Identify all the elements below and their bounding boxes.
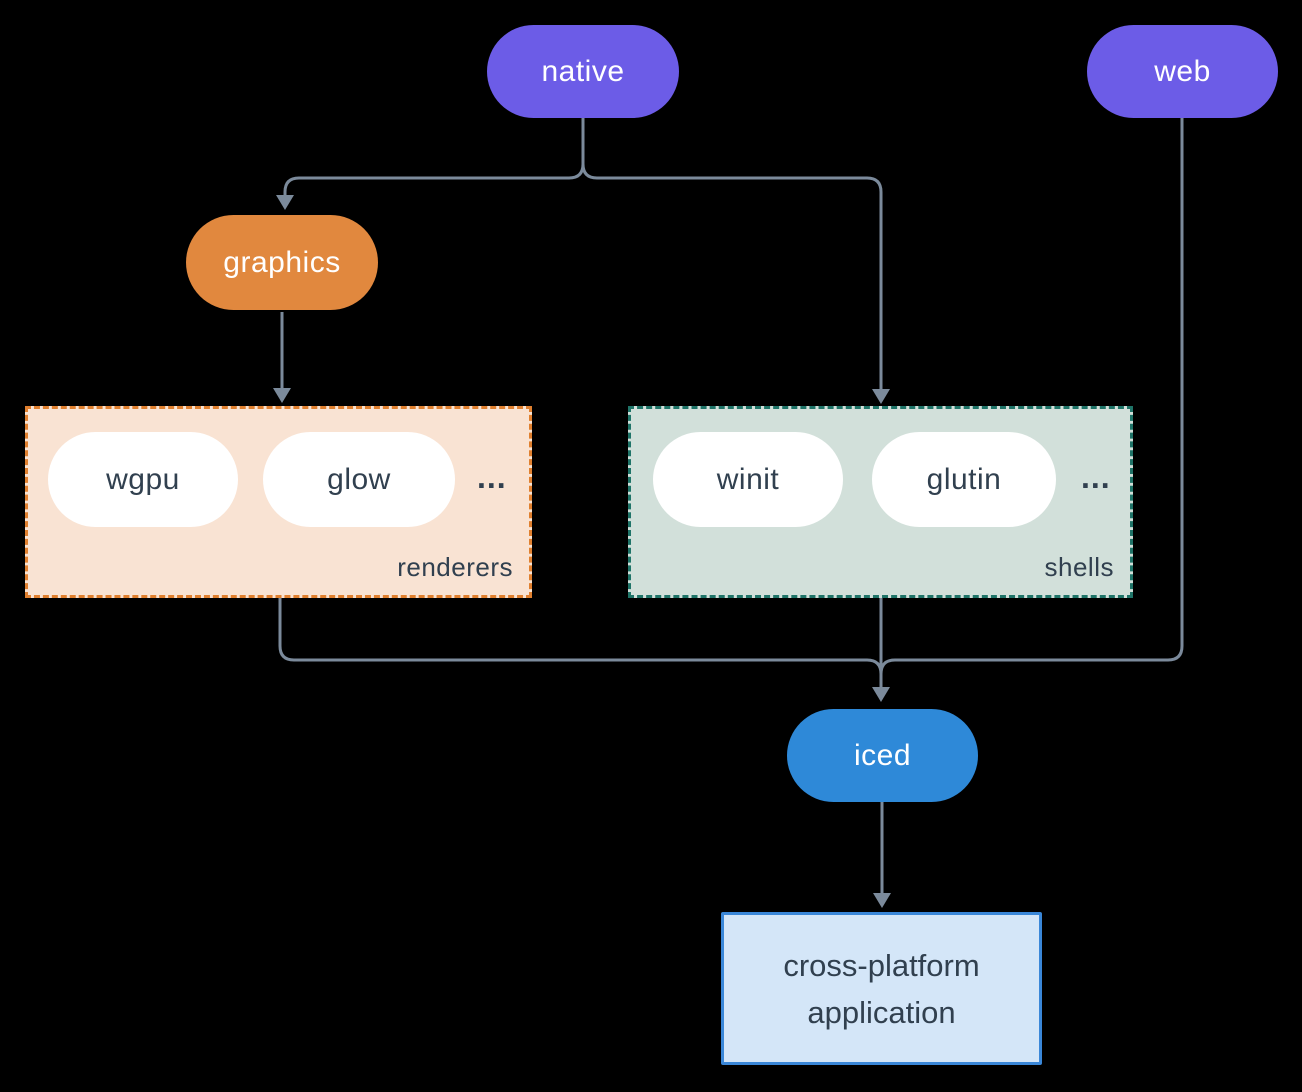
shells-label: shells xyxy=(1044,552,1114,582)
group-renderers: wgpu glow ... renderers xyxy=(25,406,532,598)
node-graphics: graphics xyxy=(186,215,378,310)
node-web: web xyxy=(1087,25,1278,118)
arrowhead-into-application xyxy=(873,893,891,908)
group-shells: winit glutin ... shells xyxy=(628,406,1133,598)
node-wgpu: wgpu xyxy=(48,432,238,527)
renderers-label: renderers xyxy=(397,552,513,582)
arrowhead-into-graphics xyxy=(276,195,294,210)
edge-native-to-graphics xyxy=(283,118,585,196)
arrowhead-into-shells xyxy=(872,389,890,404)
arrowhead-into-renderers xyxy=(273,388,291,403)
node-native: native xyxy=(487,25,679,118)
arrowhead-into-iced xyxy=(872,687,890,702)
edge-native-to-shells xyxy=(581,163,883,390)
node-glutin: glutin xyxy=(872,432,1056,527)
edge-renderers-to-merge xyxy=(278,598,883,675)
node-cross-platform-application: cross-platform application xyxy=(721,912,1042,1065)
shells-ellipsis: ... xyxy=(1081,459,1111,495)
renderers-ellipsis: ... xyxy=(477,459,507,495)
node-iced: iced xyxy=(787,709,978,802)
node-winit: winit xyxy=(653,432,843,527)
node-glow: glow xyxy=(263,432,455,527)
